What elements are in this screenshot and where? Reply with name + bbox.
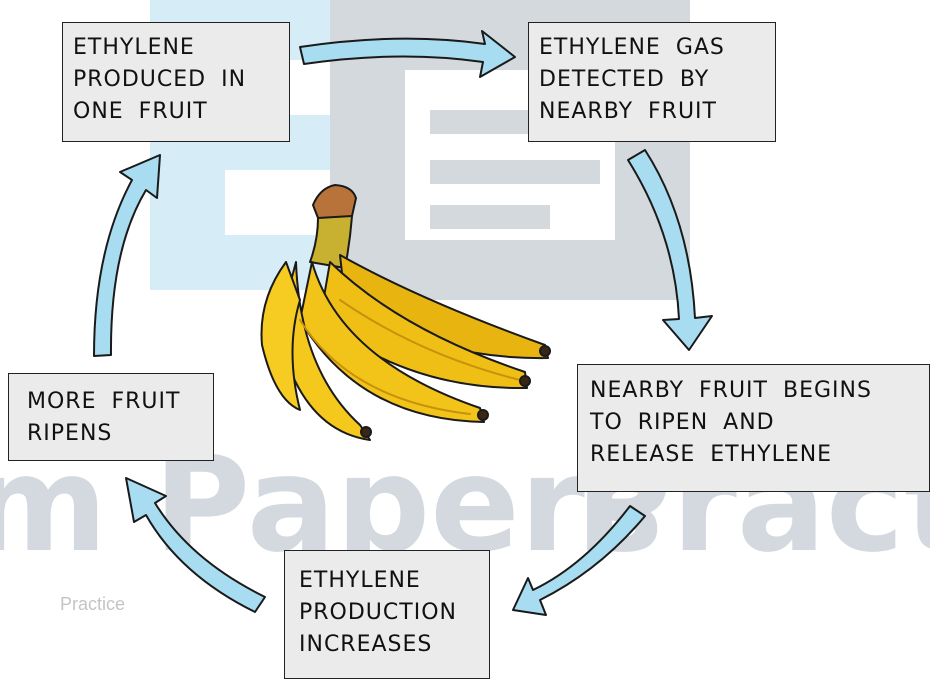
step-2-line-3: NEARBY FRUIT	[539, 99, 717, 124]
arrow-step5-to-step1	[93, 154, 161, 357]
step-1-line-2: PRODUCED IN	[73, 67, 247, 92]
step-2-line-2: DETECTED BY	[539, 67, 710, 92]
step-4-line-3: INCREASES	[299, 632, 433, 657]
step-5-line-1: MORE FRUIT	[27, 389, 181, 414]
arrow-step2-to-step3	[627, 149, 713, 351]
step-box-production-increases: ETHYLENE PRODUCTION INCREASES	[284, 550, 490, 679]
step-3-line-1: NEARBY FRUIT BEGINS	[590, 378, 872, 403]
arrow-step1-to-step2	[299, 30, 516, 78]
step-box-gas-detected: ETHYLENE GAS DETECTED BY NEARBY FRUIT	[528, 22, 776, 142]
step-box-nearby-fruit-ripens: NEARBY FRUIT BEGINS TO RIPEN AND RELEASE…	[577, 364, 930, 492]
arrow-step4-to-step5	[125, 477, 266, 613]
step-1-line-1: ETHYLENE	[73, 35, 195, 60]
step-1-line-3: ONE FRUIT	[73, 99, 208, 124]
step-2-line-1: ETHYLENE GAS	[539, 35, 725, 60]
step-box-ethylene-produced: ETHYLENE PRODUCED IN ONE FRUIT	[62, 22, 290, 142]
step-box-more-fruit-ripens: MORE FRUIT RIPENS	[8, 373, 214, 461]
step-4-line-1: ETHYLENE	[299, 568, 421, 593]
step-5-line-2: RIPENS	[27, 421, 113, 446]
arrow-step3-to-step4	[512, 505, 646, 616]
watermark-small-text: Practice	[60, 594, 126, 614]
step-3-line-2: TO RIPEN AND	[590, 410, 775, 435]
step-3-line-3: RELEASE ETHYLENE	[590, 442, 833, 467]
step-4-line-2: PRODUCTION	[299, 600, 457, 625]
